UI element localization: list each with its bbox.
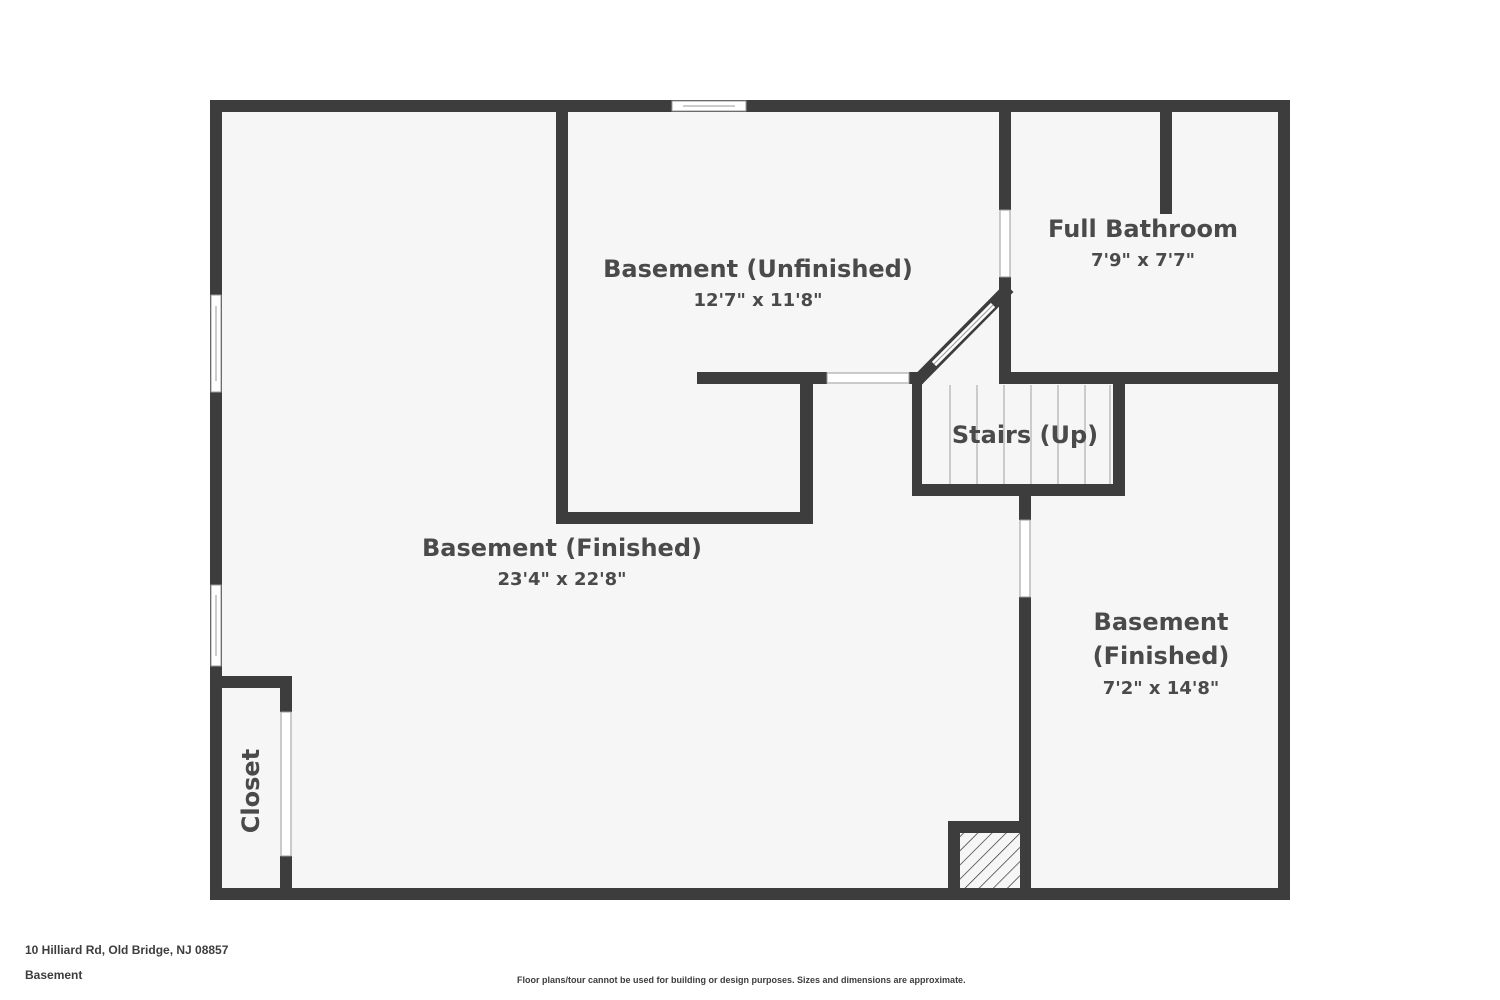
room-name-basement-finished-side-line2: (Finished) <box>1093 642 1230 670</box>
stair-treads <box>949 385 1111 484</box>
side-wall-lower <box>1019 597 1031 897</box>
bath-wall-left-upper <box>999 110 1011 210</box>
closet-wall-right-lower <box>280 856 292 896</box>
room-dims-basement-finished-main: 23'4" x 22'8" <box>497 569 626 590</box>
property-address: 10 Hilliard Rd, Old Bridge, NJ 08857 <box>25 943 229 957</box>
unfinished-wall-left <box>556 110 568 524</box>
door-side-basement <box>1019 519 1031 598</box>
door-unfinished-main <box>826 372 910 384</box>
closet-wall-top <box>210 676 292 688</box>
room-name-stairs: Stairs (Up) <box>952 421 1098 449</box>
outer-wall-top <box>210 100 1290 112</box>
utility-box-top <box>948 821 1028 833</box>
utility-hatch <box>960 833 1020 888</box>
room-name-closet: Closet <box>237 749 265 833</box>
room-dims-basement-finished-side: 7'2" x 14'8" <box>1103 678 1220 699</box>
stairs-wall-right <box>1113 372 1125 496</box>
floor-area <box>210 100 1290 900</box>
unfinished-wall-ledge <box>697 372 827 384</box>
room-name-full-bathroom: Full Bathroom <box>1048 215 1238 243</box>
unfinished-wall-bottom <box>556 512 813 524</box>
disclaimer-text: Floor plans/tour cannot be used for buil… <box>517 975 966 985</box>
bath-wall-left-lower <box>999 277 1011 384</box>
doors <box>280 209 1031 857</box>
outer-wall-bottom <box>210 888 1290 900</box>
closet-wall-right-upper <box>280 676 292 712</box>
floor-level-label: Basement <box>25 968 83 982</box>
unfinished-wall-notch <box>800 372 813 524</box>
door-unfinished-bath <box>999 209 1011 278</box>
diagonal-door-edge <box>933 304 994 365</box>
side-wall-upper <box>1019 490 1031 520</box>
room-name-basement-finished-main: Basement (Finished) <box>422 534 702 562</box>
windows <box>210 100 747 667</box>
outer-wall-right <box>1278 100 1290 900</box>
stairs-wall-left <box>912 372 922 496</box>
room-name-basement-unfinished: Basement (Unfinished) <box>603 255 913 283</box>
door-closet <box>280 711 292 857</box>
stairs-wall-bottom <box>912 484 1125 496</box>
utility-box-left <box>948 821 960 896</box>
room-dims-basement-unfinished: 12'7" x 11'8" <box>693 290 822 311</box>
outer-wall-left <box>210 100 222 900</box>
bath-wall-bottom <box>999 372 1285 384</box>
bath-partition <box>1160 110 1172 214</box>
room-name-basement-finished-side-line1: Basement <box>1094 608 1229 636</box>
room-dims-full-bathroom: 7'9" x 7'7" <box>1091 250 1195 271</box>
